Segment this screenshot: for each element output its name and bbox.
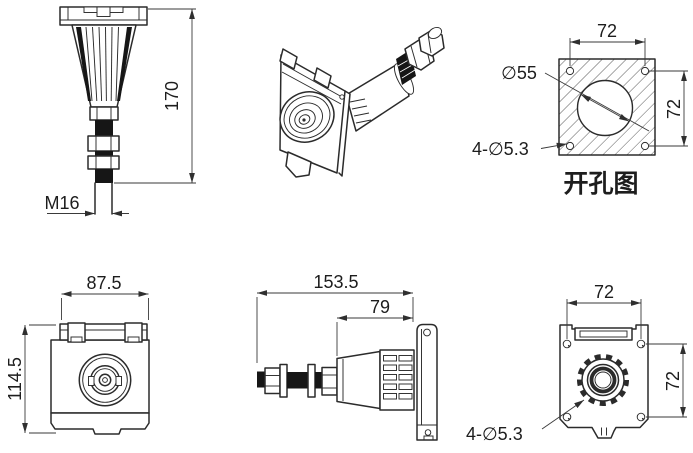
rear-body — [559, 324, 649, 439]
iso-cable-gland — [345, 26, 445, 132]
side-elevation-view: 170 M16 — [44, 6, 196, 217]
dimension-cutout-height: 72 — [649, 70, 688, 147]
dimension-87-5: 87.5 — [61, 273, 149, 320]
profile-panel-plate — [416, 323, 438, 441]
rear-gland-nut — [577, 354, 629, 406]
dimension-153-5: 153.5 — [256, 272, 414, 363]
mounting-flange — [59, 6, 148, 26]
dimension-rear-mount-holes: 4-∅5.3 — [466, 399, 585, 444]
iso-socket-face — [279, 91, 335, 143]
cutout-diagram-view: ∅55 72 72 4-∅5.3 开孔图 — [472, 21, 688, 198]
dim-label-insert-depth: 79 — [370, 297, 390, 317]
dim-label-hole-diameter: ∅55 — [501, 63, 537, 83]
dimension-diameter-55: ∅55 — [501, 63, 650, 132]
cable-gland-stack — [87, 106, 120, 215]
dim-label-m16: M16 — [44, 193, 79, 213]
front-socket — [78, 353, 132, 407]
front-bottom-plate — [50, 412, 150, 435]
corner-hole — [640, 66, 650, 76]
rear-corner-screws — [562, 339, 646, 422]
rear-hinge-bar — [574, 327, 633, 436]
dim-label-overall-length: 153.5 — [313, 272, 358, 292]
dim-label-rear-mount-holes: 4-∅5.3 — [466, 424, 523, 444]
dim-label-170: 170 — [162, 81, 182, 111]
rear-view: 72 72 4-∅5.3 — [466, 282, 687, 444]
corner-hole — [565, 141, 575, 151]
dimension-rear-width: 72 — [566, 282, 642, 339]
dim-label-cutout-mount-holes: 4-∅5.3 — [472, 139, 529, 159]
dimension-170: 170 — [114, 8, 196, 184]
dimension-79: 79 — [336, 297, 413, 356]
dim-label-rear-width: 72 — [594, 282, 614, 302]
front-view: 87.5 114.5 — [5, 273, 150, 435]
profile-gland-stack — [257, 363, 338, 398]
dim-label-cutout-width: 72 — [597, 21, 617, 41]
isometric-view — [279, 26, 445, 178]
dimension-rear-height: 72 — [646, 343, 687, 418]
front-cover-hinge — [59, 322, 148, 343]
dim-label-front-width: 87.5 — [86, 273, 121, 293]
dimension-cutout-width: 72 — [569, 21, 646, 66]
dim-label-front-height: 114.5 — [5, 357, 25, 401]
conical-grip-body — [71, 24, 137, 108]
cutout-caption: 开孔图 — [563, 170, 638, 198]
cutout-plate — [558, 58, 656, 156]
corner-hole — [640, 141, 650, 151]
corner-hole — [565, 66, 575, 76]
dimension-114-5: 114.5 — [5, 324, 56, 434]
profile-cone-body — [336, 349, 415, 411]
dimension-m16: M16 — [44, 193, 129, 217]
dim-label-rear-height: 72 — [663, 371, 683, 391]
dimension-cutout-mount-holes: 4-∅5.3 — [472, 139, 567, 159]
side-profile-view: 153.5 79 — [256, 272, 438, 441]
dim-label-cutout-height: 72 — [664, 99, 684, 119]
